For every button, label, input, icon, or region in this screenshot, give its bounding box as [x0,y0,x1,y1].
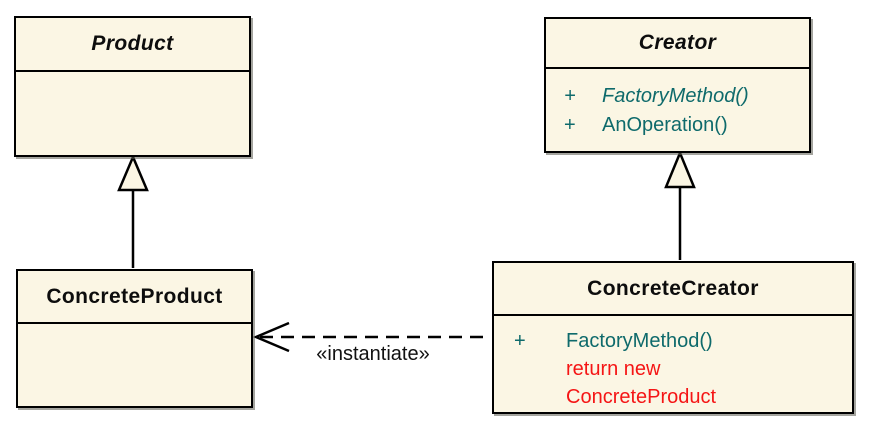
class-title-concrete-product: ConcreteProduct [18,271,251,324]
method-factorymethod-concrete: + FactoryMethod() [514,327,852,355]
pseudocode-line-concrete-product: ConcreteProduct [566,386,717,408]
generalization-arrow-product [117,153,149,268]
visibility-plus: + [514,330,526,352]
generalization-arrow-creator [664,149,696,260]
class-box-concrete-creator[interactable]: ConcreteCreator + FactoryMethod() return … [492,261,854,414]
visibility-plus: + [564,114,576,136]
class-title-product: Product [16,18,249,72]
class-box-product[interactable]: Product [14,16,251,157]
class-title-concrete-creator: ConcreteCreator [494,263,852,316]
method-factorymethod-abstract: + FactoryMethod() [564,82,809,111]
class-box-creator[interactable]: Creator + FactoryMethod() + AnOperation() [544,17,811,153]
visibility-plus: + [564,85,576,107]
class-title-creator: Creator [546,19,809,69]
method-label: AnOperation() [602,114,728,136]
method-anoperation: + AnOperation() [564,111,809,140]
class-body-creator: + FactoryMethod() + AnOperation() [546,69,809,140]
instantiate-stereotype-label: «instantiate» [316,343,430,365]
class-body-concrete-creator: + FactoryMethod() return new ConcreteProd… [494,316,852,411]
class-box-concrete-product[interactable]: ConcreteProduct [16,269,253,408]
method-label: FactoryMethod() [566,330,713,352]
method-label: FactoryMethod() [602,85,749,107]
pseudocode-line-return-new: return new [566,358,661,380]
